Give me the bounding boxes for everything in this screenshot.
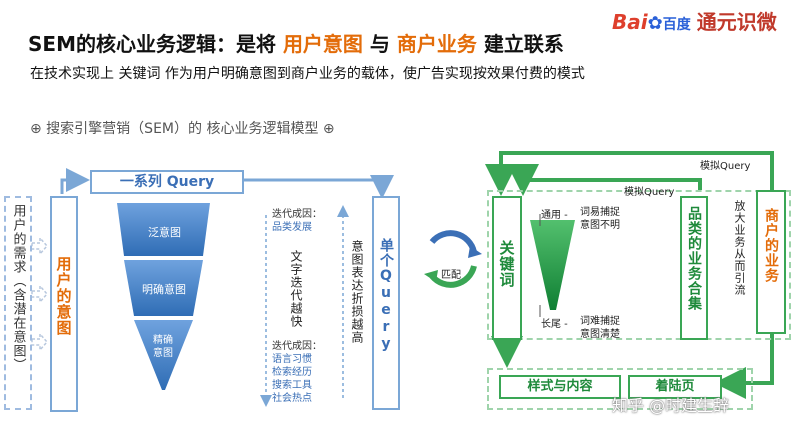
title-and: 与: [369, 32, 390, 56]
cause-group-2: 迭代成因： 语言习惯 检索经历 搜索工具 社会热点: [272, 340, 322, 405]
longtail-desc: 词难捕捉 意图清楚: [580, 315, 620, 341]
funnel-green: [530, 220, 575, 310]
brand-name: 通元识微: [696, 10, 777, 34]
needs-box: 用户的需求（含潜在意图）: [4, 196, 32, 410]
category-box: 品类的业务合集: [680, 196, 708, 340]
brand-logo: Bai✿百度通元识微: [612, 6, 777, 35]
bottom-dashed-frame: [487, 368, 753, 410]
simulate-query-inner: 模拟Query: [624, 187, 675, 198]
longtail-desc-1: 词难捕捉: [580, 316, 620, 327]
longtail-tag: 长尾 -: [541, 319, 568, 330]
user-intent-label: 用户的意图: [54, 256, 73, 336]
merchant-box: 商户的业务: [756, 190, 786, 334]
green-loop-bottom: [714, 325, 774, 399]
single-query-label: 单个Query: [378, 238, 394, 353]
green-loop-inner: [507, 164, 702, 196]
category-label: 品类的业务合集: [686, 206, 702, 311]
general-tag: 通用 -: [541, 210, 568, 221]
funnel-label-precise: 精确意图: [153, 335, 173, 359]
title-merchant-business: 商户业务: [396, 32, 477, 56]
cause2-label: 迭代成因：: [272, 341, 322, 352]
style-content-box: 样式与内容: [499, 375, 621, 399]
title-suffix: 建立联系: [483, 32, 564, 56]
loss-text: 意图表达折损越高: [350, 240, 364, 344]
query-series-box: 一系列 Query: [90, 170, 244, 194]
title-prefix: SEM的核心业务逻辑：是将: [28, 32, 276, 56]
green-loop-outer: [485, 151, 774, 196]
brand-bai: Bai: [612, 10, 648, 34]
cause2-item-2: 检索经历: [272, 367, 312, 378]
arrow-query-to-single: [244, 175, 394, 199]
page-subtitle: 在技术实现上 关键词 作为用户明确意图到商户业务的载体，使广告实现按效果付费的模…: [30, 66, 585, 82]
cause1-item: 品类发展: [272, 222, 312, 233]
match-cycle-icon: [424, 230, 482, 288]
funnel-label-broad: 泛意图: [148, 226, 181, 239]
general-desc-2: 意图不明: [580, 220, 620, 231]
longtail-desc-2: 意图清楚: [580, 329, 620, 340]
right-dashed-frame: [487, 190, 791, 340]
needs-arrows: [31, 236, 48, 352]
arrow-intent-to-query: [60, 168, 90, 194]
needs-label: 用户的需求（含潜在意图）: [10, 204, 26, 372]
page-title: SEM的核心业务逻辑：是将 用户意图 与 商户业务 建立联系: [28, 28, 564, 57]
funnel-blue: [117, 203, 210, 390]
model-title: ⊕ 搜索引擎营销（SEM）的 核心业务逻辑模型 ⊕: [30, 121, 335, 137]
cause1-label: 迭代成因：: [272, 209, 322, 220]
single-query-box: 单个Query: [372, 196, 400, 410]
keyword-box: 关键词: [492, 196, 522, 340]
general-desc: 词易捕捉 意图不明: [580, 206, 620, 232]
watermark: 知乎 @时建生辞: [612, 396, 730, 415]
simulate-query-outer: 模拟Query: [700, 161, 751, 172]
paw-icon: ✿: [647, 13, 663, 34]
brand-du: 百度: [662, 17, 691, 33]
landing-page-box: 着陆页: [628, 375, 722, 399]
funnel-label-clear: 明确意图: [142, 283, 186, 296]
amplify-text: 放大业务从而引流: [733, 200, 746, 296]
cause2-item-1: 语言习惯: [272, 354, 312, 365]
merchant-label: 商户的业务: [763, 208, 779, 283]
cause2-item-3: 搜索工具: [272, 380, 312, 391]
general-desc-1: 词易捕捉: [580, 207, 620, 218]
cause-group-1: 迭代成因： 品类发展: [272, 208, 322, 234]
keyword-label: 关键词: [497, 240, 516, 288]
cause2-item-4: 社会热点: [272, 393, 312, 404]
title-user-intent: 用户意图: [282, 32, 363, 56]
match-label: 匹配: [441, 270, 461, 281]
iteration-title: 文字迭代越快: [289, 250, 303, 328]
user-intent-box: 用户的意图: [50, 196, 78, 412]
